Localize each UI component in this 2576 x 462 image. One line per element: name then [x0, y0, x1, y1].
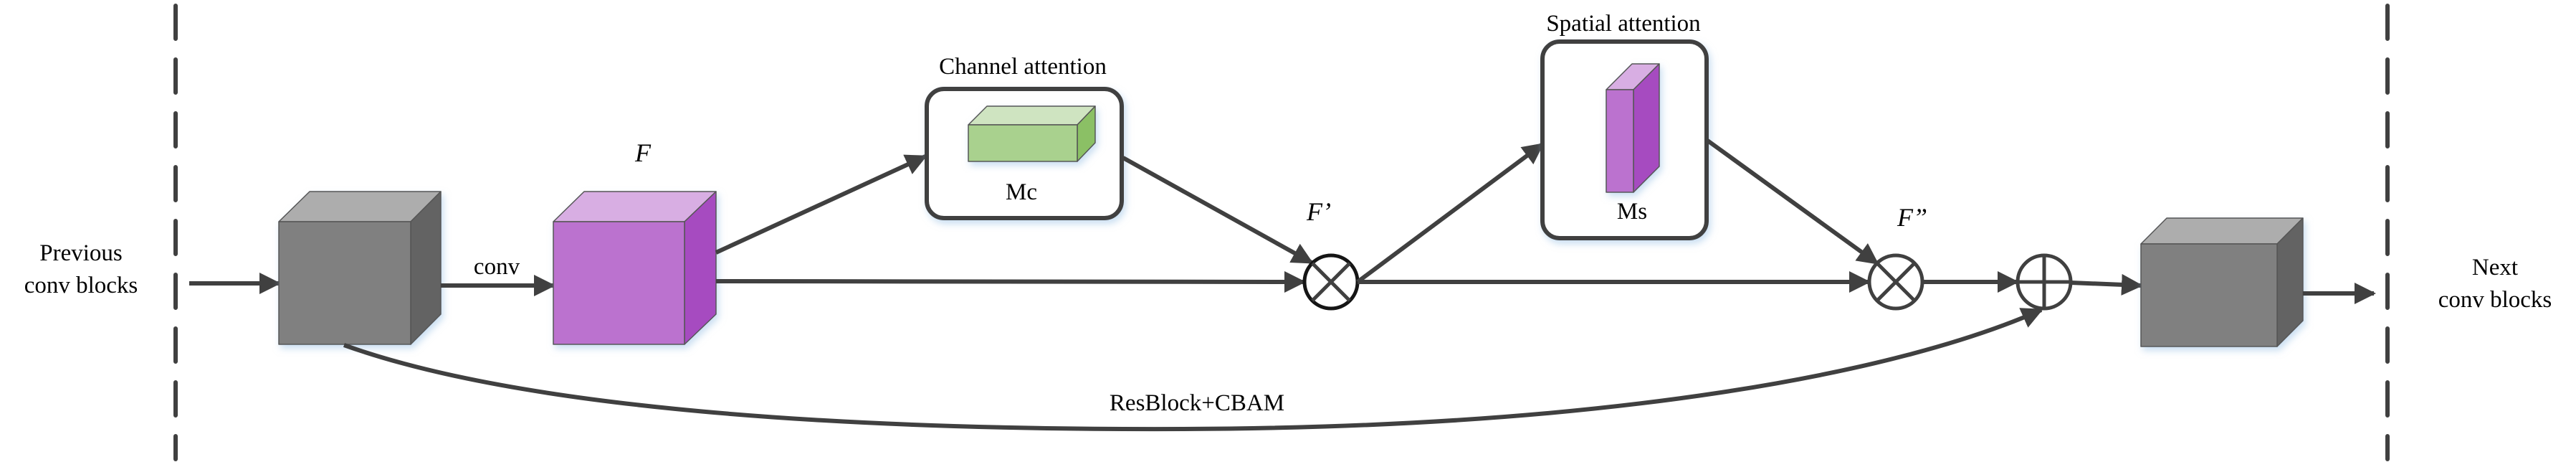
mc-front: [968, 124, 1078, 162]
output-label-line2: conv blocks: [2438, 287, 2552, 313]
feature-f-label: F: [634, 138, 652, 167]
f-to-multiply1-arrow: [715, 270, 1306, 293]
channel-attention-title: Channel attention: [939, 54, 1107, 80]
output-label-line1: Next: [2472, 255, 2518, 280]
channel-map-block: [968, 105, 1096, 162]
input-label-line2: conv blocks: [24, 273, 138, 298]
mc-top: [968, 105, 1096, 126]
output-cube-front: [2140, 243, 2278, 347]
feature-f-prime-label: F’: [1306, 197, 1331, 226]
output-cube-top: [2140, 217, 2304, 245]
spatial-map-label: Ms: [1617, 199, 1647, 225]
multiply2-cross-b: [1876, 262, 1916, 302]
output-feature-cube: [2140, 217, 2304, 347]
input-cube-front: [278, 221, 411, 345]
multiply-operator-2: [1867, 253, 1924, 311]
residual-label: ResBlock+CBAM: [1110, 390, 1284, 416]
feature-f-cube: [553, 191, 717, 345]
ms-to-multiply2-arrow: [1705, 138, 1879, 265]
multiply1-to-spatial-arrow: [1356, 142, 1545, 284]
spatial-map-block: [1606, 63, 1660, 193]
add-operator: [2016, 253, 2073, 311]
multiply1-cross-b: [1311, 262, 1351, 302]
f-to-channel-arrow: [715, 154, 927, 255]
f-cube-front: [553, 221, 685, 345]
conv-label: conv: [474, 254, 520, 280]
input-feature-cube: [278, 191, 442, 345]
channel-map-label: Mc: [1006, 179, 1037, 205]
mc-to-multiply1-arrow: [1122, 156, 1314, 265]
add-to-output-arrow: [2070, 273, 2143, 296]
residual-skip-connection: [343, 308, 2043, 432]
feature-f-double-prime-label: F”: [1897, 203, 1927, 232]
ms-front: [1606, 89, 1634, 193]
spatial-attention-title: Spatial attention: [1546, 11, 1700, 37]
multiply-operator-1: [1302, 253, 1360, 311]
input-label-line1: Previous: [39, 240, 123, 266]
